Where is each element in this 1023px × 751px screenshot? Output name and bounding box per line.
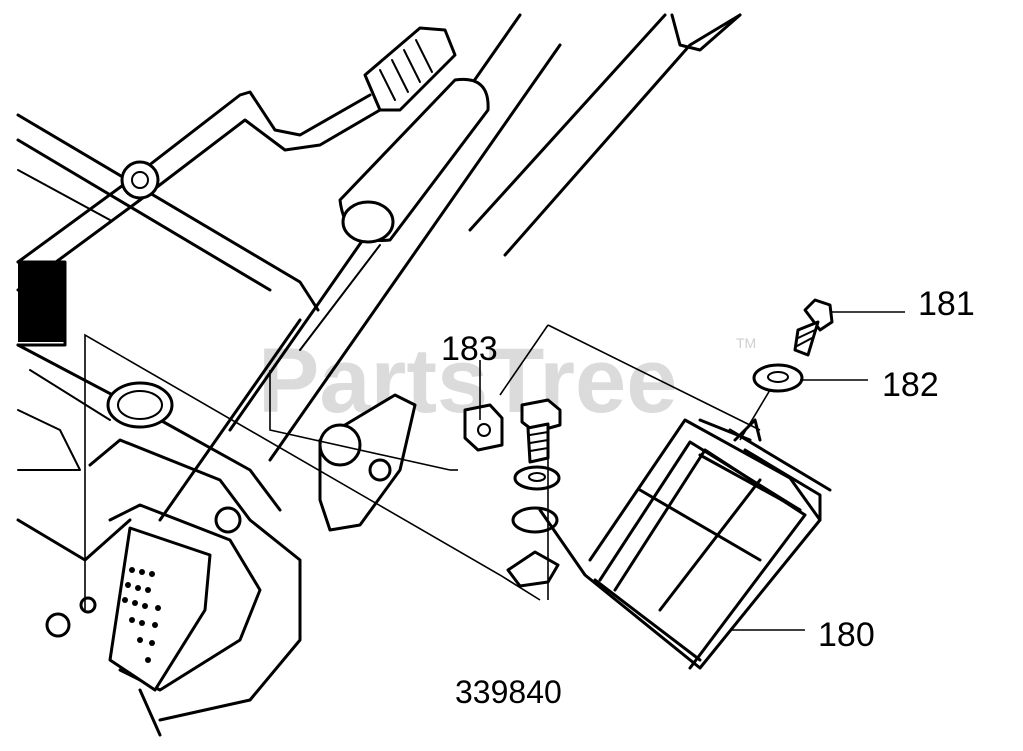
- control-bail: [16, 90, 382, 292]
- callout-182: 182: [882, 366, 939, 404]
- diagram-part-number: 339840: [455, 674, 562, 710]
- watermark-trademark: TM: [736, 335, 756, 351]
- callout-183: 183: [441, 330, 498, 368]
- cable-sleeve: [299, 77, 490, 351]
- pulley: [106, 381, 174, 429]
- vent-panel: [108, 526, 212, 692]
- black-panel: [18, 262, 65, 342]
- callout-181: 181: [918, 285, 975, 323]
- washer-182: [752, 363, 804, 393]
- callout-180: 180: [818, 616, 875, 654]
- screw-181: [793, 298, 834, 357]
- watermark: PartsTree TM: [258, 330, 756, 432]
- bolt: [513, 398, 562, 491]
- leader-lines: [84, 311, 905, 631]
- lower-clip-nut: [506, 506, 560, 588]
- handle-grip: [363, 26, 457, 112]
- clip-nut-183: [463, 403, 504, 452]
- wire-frame-180: [538, 418, 832, 670]
